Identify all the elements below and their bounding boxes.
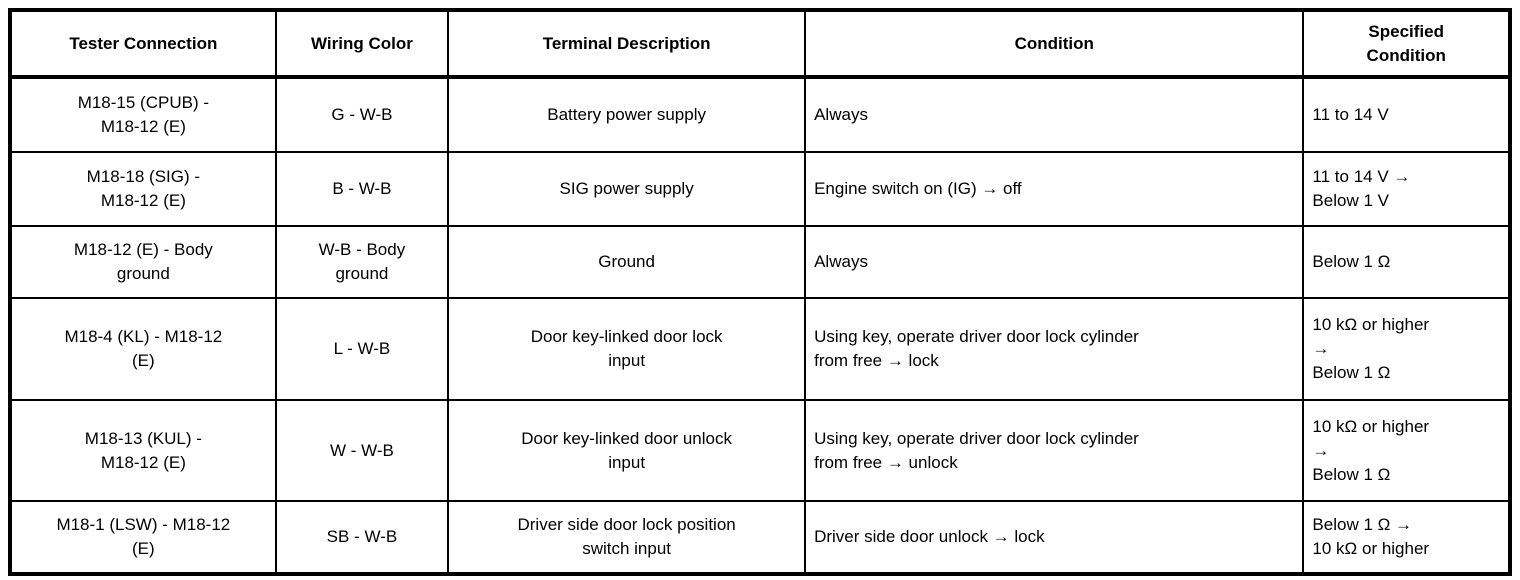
cell-tester-connection: M18-1 (LSW) - M18-12 (E): [9, 500, 277, 575]
cell-terminal-description: Ground: [447, 225, 807, 299]
cell-tester-connection: M18-13 (KUL) - M18-12 (E): [9, 399, 277, 502]
cell-terminal-description: Driver side door lock position switch in…: [447, 500, 807, 575]
cell-condition: Using key, operate driver door lock cyli…: [804, 399, 1305, 502]
header-specified-condition: Specified Condition: [1302, 9, 1511, 79]
cell-condition: Using key, operate driver door lock cyli…: [804, 297, 1305, 401]
table-row: M18-4 (KL) - M18-12 (E) L - W-B Door key…: [9, 297, 1511, 401]
cell-tester-connection: M18-15 (CPUB) - M18-12 (E): [9, 76, 277, 153]
cell-wiring-color: L - W-B: [274, 297, 450, 401]
cell-specified-condition: Below 1 Ω → 10 kΩ or higher: [1302, 500, 1511, 575]
cell-specified-condition: Below 1 Ω: [1302, 225, 1511, 299]
cell-condition: Engine switch on (IG) → off: [804, 151, 1305, 227]
header-wiring-color: Wiring Color: [274, 9, 450, 79]
cell-terminal-description: Door key-linked door lock input: [447, 297, 807, 401]
cell-specified-condition: 11 to 14 V: [1302, 76, 1511, 153]
cell-wiring-color: G - W-B: [274, 76, 450, 153]
table-row: M18-1 (LSW) - M18-12 (E) SB - W-B Driver…: [9, 500, 1511, 575]
cell-tester-connection: M18-4 (KL) - M18-12 (E): [9, 297, 277, 401]
cell-terminal-description: SIG power supply: [447, 151, 807, 227]
cell-condition: Always: [804, 76, 1305, 153]
cell-wiring-color: W - W-B: [274, 399, 450, 502]
cell-tester-connection: M18-18 (SIG) - M18-12 (E): [9, 151, 277, 227]
cell-specified-condition: 10 kΩ or higher → Below 1 Ω: [1302, 399, 1511, 502]
header-tester-connection: Tester Connection: [9, 9, 277, 79]
cell-wiring-color: SB - W-B: [274, 500, 450, 575]
cell-wiring-color: W-B - Body ground: [274, 225, 450, 299]
table-row: M18-18 (SIG) - M18-12 (E) B - W-B SIG po…: [9, 151, 1511, 227]
cell-terminal-description: Battery power supply: [447, 76, 807, 153]
table-row: M18-12 (E) - Body ground W-B - Body grou…: [9, 225, 1511, 299]
header-condition: Condition: [804, 9, 1305, 79]
cell-wiring-color: B - W-B: [274, 151, 450, 227]
table-row: M18-15 (CPUB) - M18-12 (E) G - W-B Batte…: [9, 76, 1511, 153]
cell-condition: Driver side door unlock → lock: [804, 500, 1305, 575]
cell-terminal-description: Door key-linked door unlock input: [447, 399, 807, 502]
document-page: Tester Connection Wiring Color Terminal …: [8, 8, 1512, 576]
cell-tester-connection: M18-12 (E) - Body ground: [9, 225, 277, 299]
cell-condition: Always: [804, 225, 1305, 299]
cell-specified-condition: 10 kΩ or higher → Below 1 Ω: [1302, 297, 1511, 401]
cell-specified-condition: 11 to 14 V → Below 1 V: [1302, 151, 1511, 227]
table-row: M18-13 (KUL) - M18-12 (E) W - W-B Door k…: [9, 399, 1511, 502]
terminal-inspection-table: Tester Connection Wiring Color Terminal …: [8, 8, 1512, 576]
header-terminal-description: Terminal Description: [447, 9, 807, 79]
header-row: Tester Connection Wiring Color Terminal …: [9, 9, 1511, 79]
